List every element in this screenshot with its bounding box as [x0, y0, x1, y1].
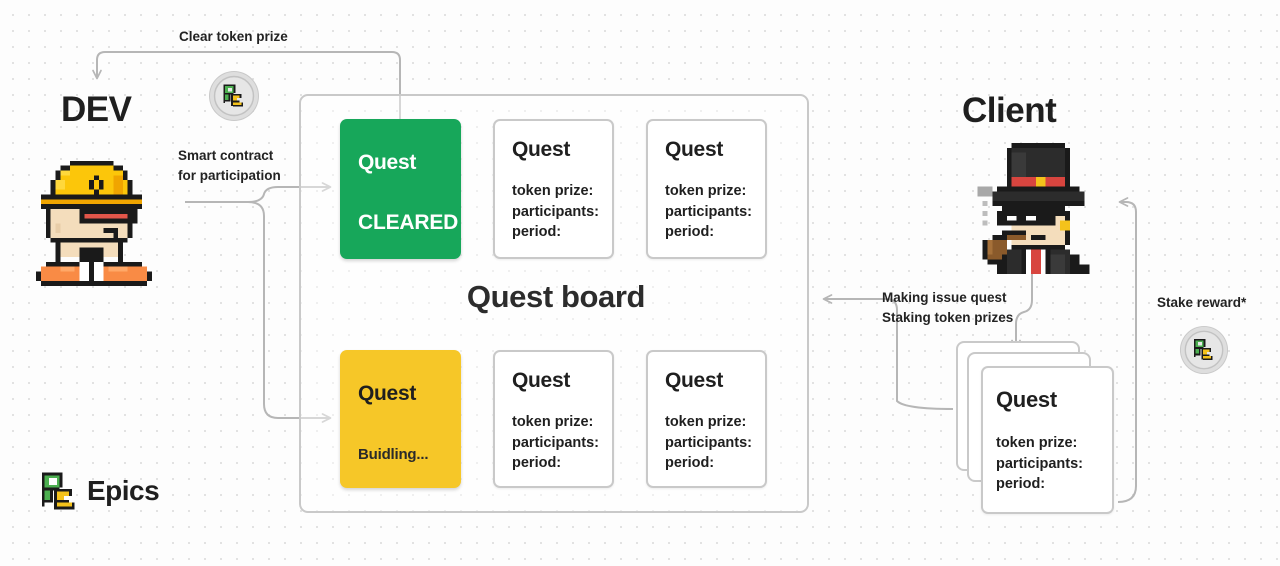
quest-card-cleared[interactable]: Quest CLEARED: [340, 119, 461, 259]
quest-card-bottom-3[interactable]: Quest token prize: participants: period:: [646, 350, 767, 488]
actor-title-client: Client: [962, 91, 1057, 130]
field-token-prize: token prize:: [665, 183, 747, 199]
quest-card-fields: token prize: participants: period:: [996, 433, 1083, 495]
field-token-prize: token prize:: [665, 414, 747, 430]
quest-card-status: Buidling...: [358, 446, 429, 463]
brand-name: Epics: [87, 475, 160, 506]
actor-title-dev: DEV: [61, 90, 132, 129]
label-clear-token-prize: Clear token prize: [179, 29, 288, 44]
quest-card-heading: Quest: [512, 369, 571, 392]
epics-logo-icon: [42, 472, 75, 510]
quest-card-heading: Quest: [996, 387, 1057, 412]
quest-card-heading: Quest: [665, 138, 724, 161]
token-coin-icon-left: [209, 71, 259, 121]
client-quest-card[interactable]: Quest token prize: participants: period:: [981, 366, 1114, 514]
quest-card-fields: token prize: participants: period:: [512, 412, 599, 474]
quest-card-status: CLEARED: [358, 211, 459, 234]
quest-card-top-3[interactable]: Quest token prize: participants: period:: [646, 119, 767, 259]
wire-stake-reward: [1117, 197, 1137, 503]
quest-board-title: Quest board: [466, 279, 646, 314]
field-token-prize: token prize:: [512, 183, 594, 199]
token-coin-icon-right: [1179, 325, 1229, 375]
label-stake-reward: Stake reward*: [1157, 295, 1247, 310]
field-period: period:: [512, 224, 562, 240]
field-participants: participants:: [665, 203, 753, 220]
quest-card-heading: Quest: [665, 369, 724, 392]
field-participants: participants:: [512, 203, 600, 220]
field-token-prize: token prize:: [996, 435, 1078, 451]
quest-card-heading: Quest: [358, 151, 417, 174]
quest-card-bottom-2[interactable]: Quest token prize: participants: period:: [493, 350, 614, 488]
field-participants: participants:: [665, 434, 753, 451]
quest-card-fields: token prize: participants: period:: [665, 412, 752, 474]
label-staking-token-prizes: Staking token prizes: [882, 310, 1014, 325]
label-smart-contract-line1: Smart contract: [178, 148, 274, 163]
wire-making-issue-quest: [1011, 272, 1033, 350]
dev-avatar-icon: [36, 160, 152, 286]
field-period: period:: [665, 224, 715, 240]
quest-card-buidling[interactable]: Quest Buidling...: [340, 350, 461, 488]
label-smart-contract-line2: for participation: [178, 168, 281, 183]
label-making-issue-quest: Making issue quest: [882, 290, 1007, 305]
quest-card-heading: Quest: [358, 382, 417, 405]
field-period: period:: [665, 455, 715, 471]
field-period: period:: [996, 476, 1046, 492]
quest-card-fields: token prize: participants: period:: [512, 181, 599, 243]
quest-card-heading: Quest: [512, 138, 571, 161]
field-token-prize: token prize:: [512, 414, 594, 430]
client-avatar-icon: [977, 143, 1090, 274]
quest-card-fields: token prize: participants: period:: [665, 181, 752, 243]
field-period: period:: [512, 455, 562, 471]
brand-logo: Epics: [42, 472, 160, 510]
field-participants: participants:: [512, 434, 600, 451]
field-participants: participants:: [996, 455, 1084, 472]
quest-card-top-2[interactable]: Quest token prize: participants: period:: [493, 119, 614, 259]
